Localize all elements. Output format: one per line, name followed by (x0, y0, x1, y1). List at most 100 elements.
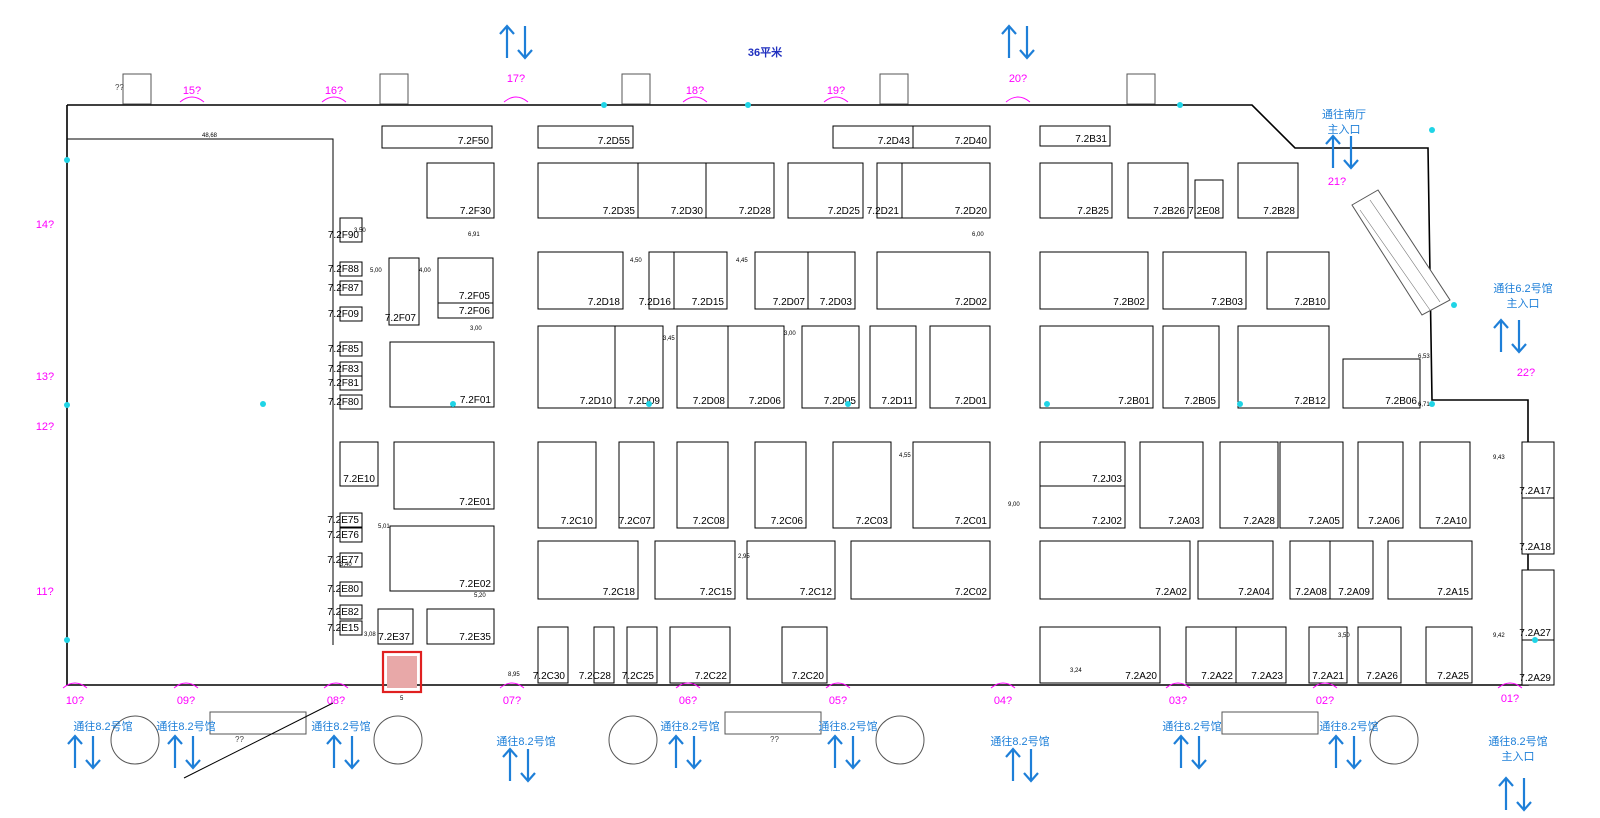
booth-7-2b01[interactable]: 7.2B01 (1039, 325, 1154, 409)
booth-7-2a02[interactable]: 7.2A02 (1039, 540, 1191, 600)
booth-7-2c01[interactable]: 7.2C01 (912, 441, 991, 529)
booth-7-2d01[interactable]: 7.2D01 (929, 325, 991, 409)
booth-7-2b12[interactable]: 7.2B12 (1237, 325, 1330, 409)
booth-7-2e08[interactable]: 7.2E08 (1188, 179, 1224, 219)
booth-7-2d30[interactable]: 7.2D30 (637, 162, 707, 219)
booth-7-2e01[interactable]: 7.2E01 (393, 441, 495, 510)
booth-7-2d35[interactable]: 7.2D35 (537, 162, 639, 219)
booth-7-2b25[interactable]: 7.2B25 (1039, 162, 1113, 219)
booth-7-2a17[interactable]: 7.2A17 (1519, 441, 1555, 499)
booth-7-2b28[interactable]: 7.2B28 (1237, 162, 1299, 219)
booth-7-2a25[interactable]: 7.2A25 (1425, 626, 1473, 684)
booth-7-2a09[interactable]: 7.2A09 (1329, 540, 1374, 600)
booth-7-2a05[interactable]: 7.2A05 (1279, 441, 1344, 529)
booth-7-2b02[interactable]: 7.2B02 (1039, 251, 1149, 310)
booth-7-2b26[interactable]: 7.2B26 (1127, 162, 1189, 219)
booth-7-2f50[interactable]: 7.2F50 (381, 125, 493, 149)
door-label: 01? (1501, 693, 1519, 705)
booth-7-2a21[interactable]: 7.2A21 (1308, 626, 1348, 684)
booth-7-2a27[interactable]: 7.2A27 (1519, 569, 1555, 641)
booth-7-2e10[interactable]: 7.2E10 (339, 441, 379, 487)
booth-7-2a26[interactable]: 7.2A26 (1357, 626, 1402, 684)
booth-7-2f30[interactable]: 7.2F30 (426, 162, 495, 219)
booth-7-2c28[interactable]: 7.2C28 (579, 626, 615, 684)
booth-7-2e76[interactable]: 7.2E76 (327, 527, 363, 543)
booth-7-2d21[interactable]: 7.2D21 (867, 162, 903, 219)
booth-7-2a04[interactable]: 7.2A04 (1197, 540, 1274, 600)
booth-7-2e02[interactable]: 7.2E02 (389, 525, 495, 592)
booth-7-2f06[interactable]: 7.2F06 (437, 302, 494, 319)
booth-7-2c20[interactable]: 7.2C20 (781, 626, 828, 684)
highlighted-booth[interactable]: 5 (381, 650, 423, 702)
booth-7-2d11[interactable]: 7.2D11 (869, 325, 917, 409)
booth-7-2c30[interactable]: 7.2C30 (533, 626, 569, 684)
booth-7-2b10[interactable]: 7.2B10 (1266, 251, 1330, 310)
booth-7-2d10[interactable]: 7.2D10 (537, 325, 616, 409)
booth-7-2d07[interactable]: 7.2D07 (754, 251, 809, 310)
booth-7-2f83[interactable]: 7.2F83 (328, 361, 363, 377)
booth-7-2e75[interactable]: 7.2E75 (327, 512, 363, 528)
booth-7-2d55[interactable]: 7.2D55 (537, 125, 634, 149)
booth-7-2d06[interactable]: 7.2D06 (727, 325, 785, 409)
booth-7-2c10[interactable]: 7.2C10 (537, 441, 597, 529)
booth-7-2e15[interactable]: 7.2E15 (327, 620, 363, 636)
booth-7-2d03[interactable]: 7.2D03 (807, 251, 856, 310)
booth-7-2a28[interactable]: 7.2A28 (1219, 441, 1279, 529)
booth-7-2c18[interactable]: 7.2C18 (537, 540, 639, 600)
booth-7-2f05[interactable]: 7.2F05 (437, 257, 494, 304)
booth-7-2b03[interactable]: 7.2B03 (1162, 251, 1247, 310)
booth-7-2a03[interactable]: 7.2A03 (1139, 441, 1204, 529)
booth-7-2f80[interactable]: 7.2F80 (328, 394, 363, 410)
booth-7-2a29[interactable]: 7.2A29 (1519, 639, 1555, 686)
booth-7-2c08[interactable]: 7.2C08 (676, 441, 729, 529)
booth-7-2c02[interactable]: 7.2C02 (850, 540, 991, 600)
booth-7-2c12[interactable]: 7.2C12 (746, 540, 836, 600)
booth-7-2j03[interactable]: 7.2J03 (1039, 441, 1126, 487)
booth-7-2f85[interactable]: 7.2F85 (328, 341, 363, 357)
booth-7-2f01[interactable]: 7.2F01 (389, 341, 495, 408)
booth-7-2d25[interactable]: 7.2D25 (787, 162, 864, 219)
booth-7-2a23[interactable]: 7.2A23 (1235, 626, 1287, 684)
booth-7-2f90[interactable]: 7.2F90 (328, 217, 363, 243)
booth-7-2c07[interactable]: 7.2C07 (618, 441, 655, 529)
booth-7-2a08[interactable]: 7.2A08 (1289, 540, 1331, 600)
booth-7-2d43[interactable]: 7.2D43 (832, 125, 914, 149)
booth-7-2a15[interactable]: 7.2A15 (1387, 540, 1473, 600)
booth-7-2c06[interactable]: 7.2C06 (754, 441, 807, 529)
booth-7-2a22[interactable]: 7.2A22 (1185, 626, 1237, 684)
booth-7-2d09[interactable]: 7.2D09 (614, 325, 664, 409)
booth-7-2e37[interactable]: 7.2E37 (377, 608, 414, 645)
booth-7-2d28[interactable]: 7.2D28 (705, 162, 775, 219)
booth-7-2a06[interactable]: 7.2A06 (1357, 441, 1404, 529)
booth-7-2d40[interactable]: 7.2D40 (912, 125, 991, 149)
nav-labels: 通往8.2号馆 通往8.2号馆 通往8.2号馆 通往8.2号馆 通往8.2号馆 … (73, 107, 1552, 763)
booth-7-2a18[interactable]: 7.2A18 (1519, 497, 1555, 555)
booth-7-2a20[interactable]: 7.2A20 (1039, 626, 1161, 684)
booth-7-2d08[interactable]: 7.2D08 (676, 325, 729, 409)
booth-7-2c25[interactable]: 7.2C25 (622, 626, 658, 684)
booth-7-2d16[interactable]: 7.2D16 (639, 251, 675, 310)
booth-7-2e77[interactable]: 7.2E77 (327, 552, 363, 568)
booth-7-2d05[interactable]: 7.2D05 (801, 325, 860, 409)
booth-7-2d20[interactable]: 7.2D20 (901, 162, 991, 219)
booth-7-2j02[interactable]: 7.2J02 (1039, 485, 1126, 529)
booth-7-2b06[interactable]: 7.2B06 (1342, 358, 1421, 409)
booth-7-2e35[interactable]: 7.2E35 (426, 608, 495, 645)
booth-7-2c15[interactable]: 7.2C15 (654, 540, 736, 600)
booth-7-2e82[interactable]: 7.2E82 (327, 604, 363, 620)
booth-7-2b31[interactable]: 7.2B31 (1039, 125, 1111, 147)
booth-7-2d18[interactable]: 7.2D18 (537, 251, 624, 310)
booth-7-2f81[interactable]: 7.2F81 (328, 375, 363, 391)
booth-7-2f87[interactable]: 7.2F87 (328, 280, 363, 296)
booth-7-2f09[interactable]: 7.2F09 (328, 306, 363, 322)
booth-7-2c03[interactable]: 7.2C03 (832, 441, 892, 529)
booth-7-2c22[interactable]: 7.2C22 (669, 626, 731, 684)
booth-7-2f88[interactable]: 7.2F88 (328, 261, 363, 277)
booth-7-2d15[interactable]: 7.2D15 (673, 251, 728, 310)
booth-7-2d02[interactable]: 7.2D02 (876, 251, 991, 310)
booth-7-2e80[interactable]: 7.2E80 (327, 581, 363, 597)
booth-7-2b05[interactable]: 7.2B05 (1162, 325, 1220, 409)
booth-7-2a10[interactable]: 7.2A10 (1419, 441, 1471, 529)
booth-7-2f07[interactable]: 7.2F07 (385, 257, 420, 326)
